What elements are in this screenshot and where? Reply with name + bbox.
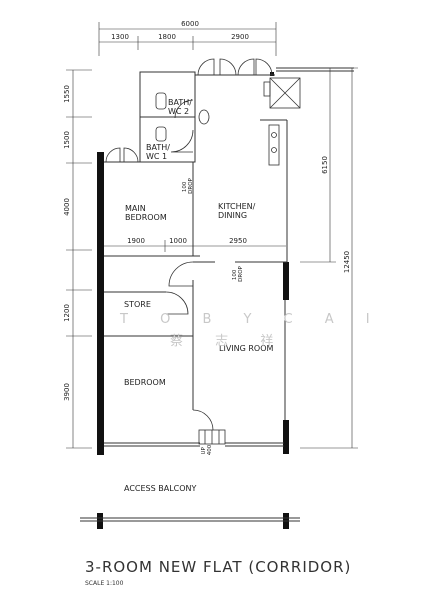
room-label-bath-wc2: BATH/ WC 2 <box>168 98 194 116</box>
room-label-store: STORE <box>124 300 151 309</box>
plan-title: 3-ROOM NEW FLAT (CORRIDOR) <box>85 558 351 576</box>
dim-left-2: 1500 <box>63 131 71 149</box>
room-label-access-balcony: ACCESS BALCONY <box>124 484 197 493</box>
dim-left-5: 3900 <box>63 383 71 401</box>
dim-mid-3: 2950 <box>229 237 247 245</box>
room-label-bath-wc1: BATH/ WC 1 <box>146 143 172 161</box>
dim-right-total: 12450 <box>343 251 351 273</box>
scale-label: SCALE 1:100 <box>85 580 124 587</box>
dim-top-total: 6000 <box>181 20 199 28</box>
dimension-lines <box>66 22 358 449</box>
door-swings <box>105 58 273 431</box>
dim-left-1: 1550 <box>63 85 71 103</box>
dim-right-1: 6150 <box>321 156 329 174</box>
dim-top-1: 1300 <box>111 33 129 41</box>
fixtures <box>155 77 301 445</box>
room-label-main-bedroom: MAIN BEDROOM <box>125 204 167 222</box>
dim-top-2: 1800 <box>158 33 176 41</box>
room-label-bedroom: BEDROOM <box>124 378 166 387</box>
room-label-kitchen-dining: KITCHEN/ DINING <box>218 202 258 220</box>
thin-walls <box>80 67 354 522</box>
watermark-chinese: 蔡 志 祥 <box>170 334 287 349</box>
dim-left-3: 4000 <box>63 198 71 216</box>
room-label-living-room: LIVING ROOM <box>219 344 274 353</box>
drop-note-1: 100 DROP <box>182 177 194 193</box>
step-note-up: UP 400 <box>201 444 213 455</box>
dim-mid-2: 1000 <box>169 237 187 245</box>
dim-top-3: 2900 <box>231 33 249 41</box>
drop-note-2: 100 DROP <box>232 265 244 281</box>
dim-mid-1: 1900 <box>127 237 145 245</box>
watermark-text: T O B Y C A I <box>119 312 384 327</box>
dim-left-4: 1200 <box>63 304 71 322</box>
